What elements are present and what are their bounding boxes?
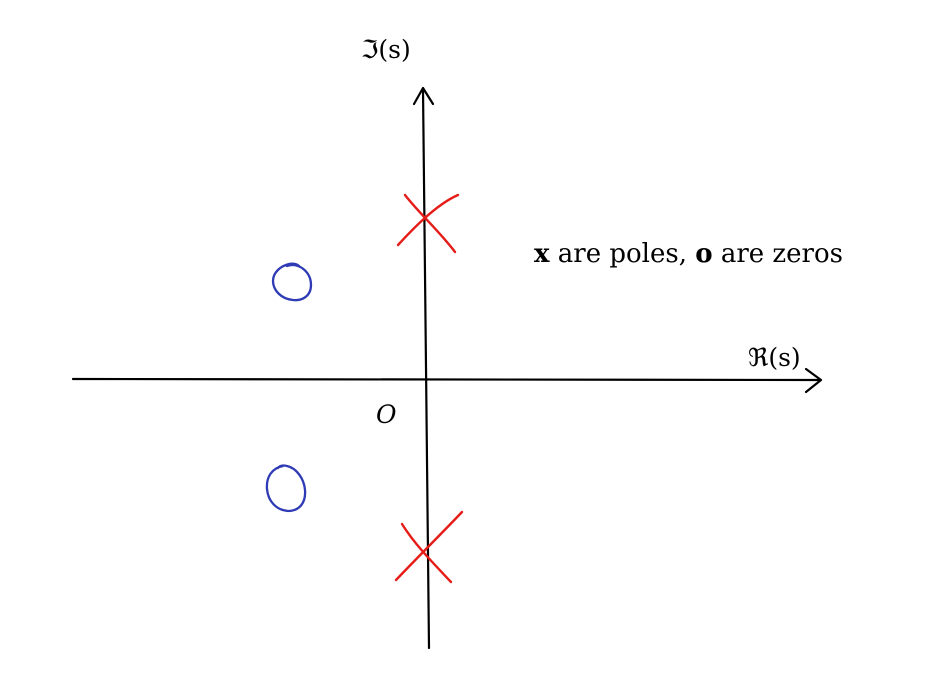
imaginary-axis-arrowhead <box>412 86 435 106</box>
legend: x are poles, o are zeros <box>534 241 843 267</box>
legend-pole-text: are poles, <box>549 239 696 269</box>
imaginary-axis-label: ℑ(s) <box>361 35 411 64</box>
real-axis-arrowhead <box>804 367 823 394</box>
pole-marker-upper <box>396 193 460 254</box>
legend-zero-symbol: o <box>695 239 713 269</box>
real-axis-label: ℜ(s) <box>748 343 801 372</box>
real-axis <box>71 377 822 382</box>
zero-marker-upper <box>271 262 313 302</box>
zero-marker-lower <box>265 464 307 513</box>
pole-marker-lower <box>394 510 464 584</box>
imaginary-axis <box>421 87 431 650</box>
legend-pole-symbol: x <box>534 239 550 269</box>
origin-label: O <box>376 400 397 429</box>
legend-zero-text: are zeros <box>712 239 843 269</box>
